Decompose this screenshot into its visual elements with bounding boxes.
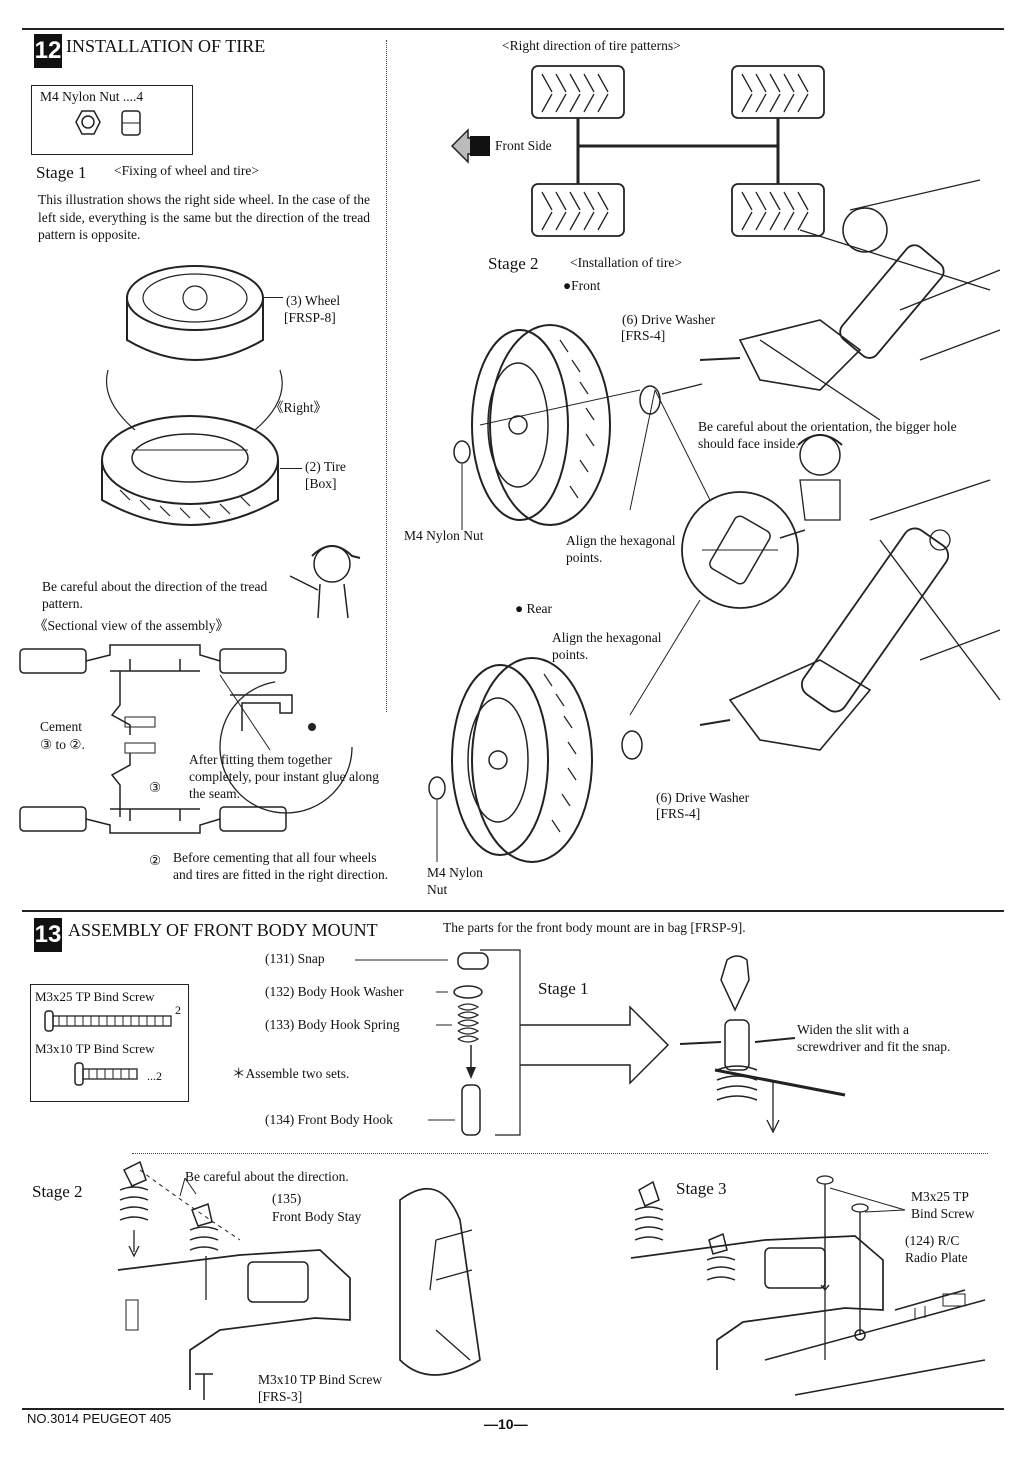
- m3x10-screw-stage2-label: M3x10 TP Bind Screw: [258, 1372, 383, 1387]
- wheel-tire-illustration: [101, 265, 283, 526]
- snap-note: Widen the slit with a screwdriver and fi…: [797, 1022, 951, 1054]
- cement-label: Cement: [40, 719, 82, 734]
- tire-leader: [280, 468, 302, 469]
- cement-note: ③ to ②.: [40, 737, 85, 752]
- snap-fitting-illustration: [679, 955, 846, 1134]
- m3x25-screw-stage3-label-2: Bind Screw: [911, 1206, 975, 1221]
- rear-wheel-illustration: [428, 657, 643, 863]
- tire-direction-diagram: [450, 65, 825, 237]
- screw-icons: [44, 1010, 172, 1086]
- tire-direction-title: <Right direction of tire patterns>: [502, 38, 681, 53]
- circle-3-marker: ③: [149, 780, 162, 795]
- rear-label: ● Rear: [515, 601, 553, 616]
- stage2-subtitle: <Installation of tire>: [570, 255, 682, 270]
- right-label: 《Right》: [270, 400, 328, 415]
- front-wheel-illustration: [471, 324, 641, 526]
- part-132-label: (132) Body Hook Washer: [265, 984, 404, 999]
- section13-dotted-separator: [132, 1153, 988, 1154]
- column-divider: [386, 40, 387, 712]
- m3x10-screw-label: M3x10 TP Bind Screw: [35, 1041, 155, 1056]
- circle-2-marker: ②: [149, 853, 162, 868]
- radio-plate-illustration: [630, 1175, 986, 1396]
- tread-note: Be careful about the direction of the tr…: [42, 579, 268, 611]
- part-131-label: (131) Snap: [265, 951, 325, 966]
- rear-drive-washer-code: [FRS-4]: [656, 806, 701, 821]
- top-rule: [22, 28, 1004, 30]
- nylon-nut-parts-box: M4 Nylon Nut ....4: [31, 85, 193, 155]
- tire-label: (2) Tire: [305, 459, 346, 474]
- m3x25-screw-stage3-label-1: M3x25 TP: [911, 1189, 969, 1204]
- tire-code: [Box]: [305, 476, 337, 491]
- wheel-label: (3) Wheel: [286, 293, 341, 308]
- front-nylon-nut-label: M4 Nylon Nut: [404, 528, 484, 543]
- sectional-view-diagram: [19, 644, 353, 834]
- part-133-label: (133) Body Hook Spring: [265, 1017, 400, 1032]
- assemble-note: ＊Assemble two sets.: [232, 1066, 350, 1081]
- front-drive-washer-label: (6) Drive Washer: [622, 312, 716, 327]
- nylon-nut-icon: [75, 110, 141, 136]
- m3x25-screw-label: M3x25 TP Bind Screw: [35, 989, 155, 1004]
- direction-note: Be careful about the direction.: [185, 1169, 349, 1184]
- footer-model: NO.3014 PEUGEOT 405: [27, 1411, 172, 1426]
- stage1-description: This illustration shows the right side w…: [38, 192, 370, 242]
- section13-stage1-label: Stage 1: [538, 979, 589, 998]
- nylon-nut-label: M4 Nylon Nut ....4: [40, 89, 144, 104]
- front-side-label: Front Side: [495, 138, 552, 153]
- front-suspension-illustration: [699, 179, 1001, 421]
- stage2-label: Stage 2: [488, 254, 539, 273]
- m3x10-screw-qty: ...2: [147, 1069, 162, 1083]
- body-hook-parts-illustration: [355, 949, 670, 1136]
- before-note: Before cementing that all four wheels an…: [173, 850, 389, 882]
- section13-stage3-label: Stage 3: [676, 1179, 727, 1198]
- front-body-stay-num: (135): [272, 1191, 302, 1206]
- m3x10-screw-stage2-code: [FRS-3]: [258, 1389, 303, 1404]
- front-drive-washer-code: [FRS-4]: [621, 328, 666, 343]
- sectional-label: 《Sectional view of the assembly》: [34, 618, 229, 633]
- section-13-title: ASSEMBLY OF FRONT BODY MOUNT: [68, 920, 378, 940]
- wheel-leader: [263, 297, 283, 298]
- rear-nylon-nut-label-2: Nut: [427, 882, 448, 897]
- section-13-badge: 13: [34, 918, 62, 952]
- screw-parts-box: M3x25 TP Bind Screw 2 M3x10 TP Bind Scre…: [30, 984, 189, 1102]
- radio-plate-label-2: Radio Plate: [905, 1250, 968, 1265]
- m3x25-screw-qty: 2: [175, 1003, 181, 1017]
- part-134-label: (134) Front Body Hook: [265, 1112, 393, 1127]
- stage1-label: Stage 1: [36, 163, 87, 182]
- section13-stage2-label: Stage 2: [32, 1182, 83, 1201]
- section-13-bag-note: The parts for the front body mount are i…: [443, 920, 746, 935]
- rear-nylon-nut-label-1: M4 Nylon: [427, 865, 483, 880]
- front-body-stay-illustration: [117, 1160, 481, 1400]
- section-13-rule: [22, 910, 1004, 912]
- rear-align-note: Align the hexagonal points.: [552, 630, 662, 662]
- footer-rule: [22, 1408, 1004, 1410]
- section-12-badge: 12: [34, 34, 62, 68]
- front-label: ●Front: [563, 278, 601, 293]
- mascot-illustration: [289, 545, 361, 619]
- stage1-subtitle: <Fixing of wheel and tire>: [114, 163, 259, 178]
- front-align-note: Align the hexagonal points.: [566, 533, 676, 565]
- section-12-title: INSTALLATION OF TIRE: [66, 36, 266, 56]
- rear-drive-washer-label: (6) Drive Washer: [656, 790, 750, 805]
- footer-page-number: —10—: [484, 1416, 528, 1432]
- front-body-stay-label: Front Body Stay: [272, 1209, 362, 1224]
- glue-note: After fitting them together completely, …: [189, 752, 379, 801]
- orientation-note: Be careful about the orientation, the bi…: [698, 419, 957, 451]
- wheel-code: [FRSP-8]: [284, 310, 336, 325]
- hexagon-detail-circle: [629, 389, 843, 716]
- rear-suspension-illustration: [699, 479, 1001, 751]
- radio-plate-label-1: (124) R/C: [905, 1233, 960, 1248]
